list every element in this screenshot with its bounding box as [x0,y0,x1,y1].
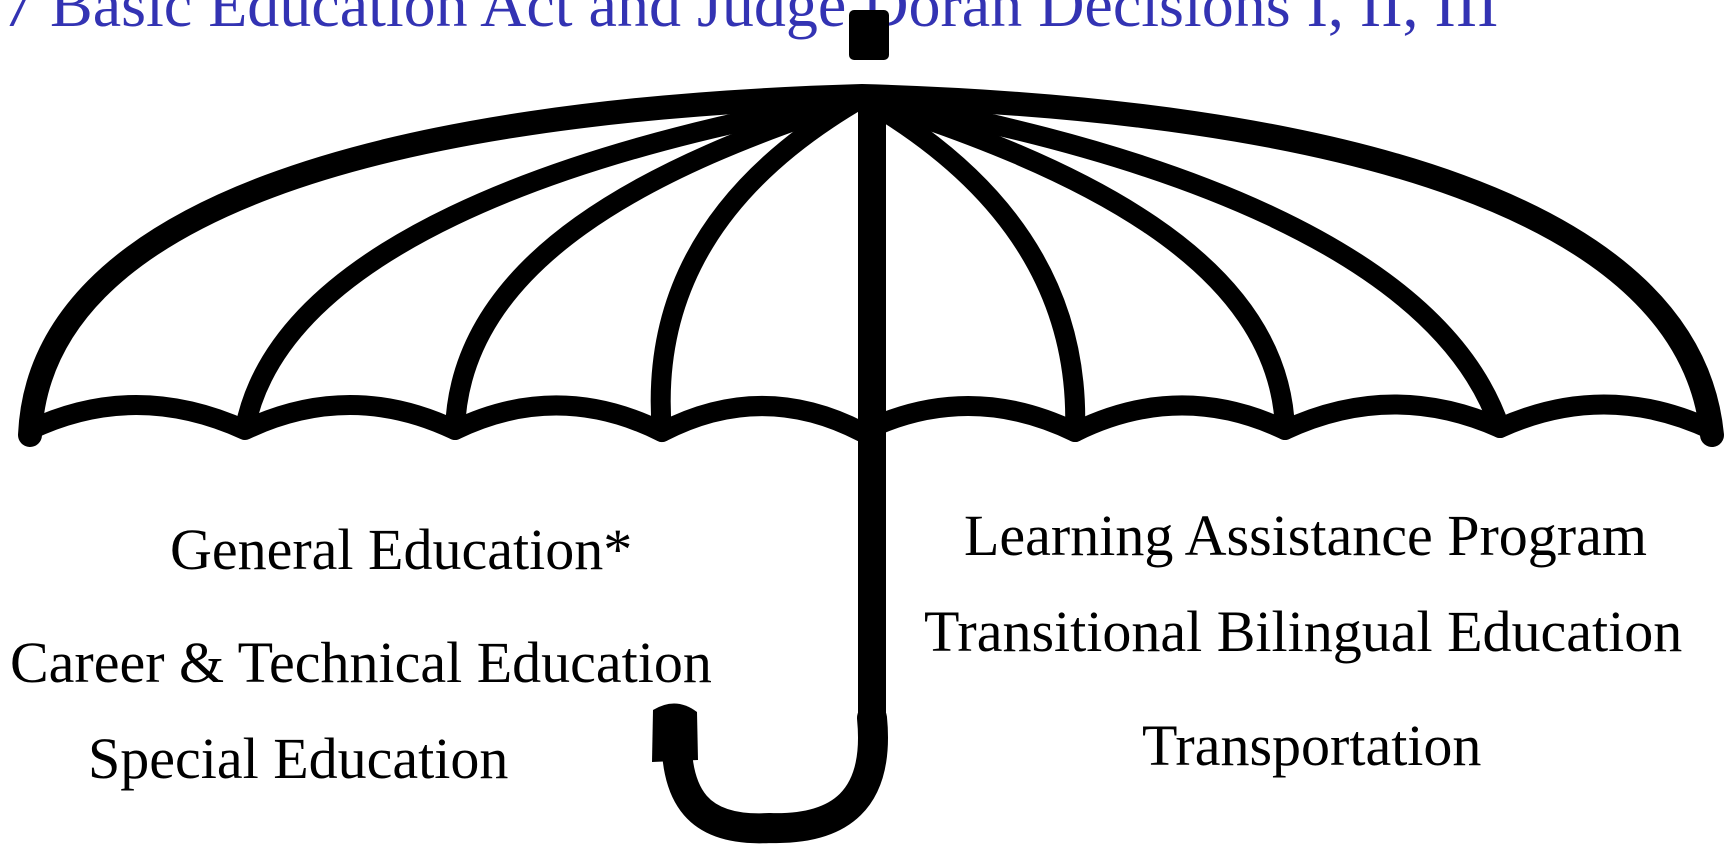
label-transitional-bilingual-education: Transitional Bilingual Education [924,599,1683,664]
umbrella-rib [852,88,1086,442]
label-transportation: Transportation [1142,713,1482,778]
umbrella-rib [235,88,872,438]
label-special-education: Special Education [88,726,509,791]
umbrella-handle-cap [652,703,698,762]
umbrella-rib [650,88,872,442]
page-title: 77 Basic Education Act and Judge Doran D… [0,0,1499,40]
umbrella-rib [445,88,872,440]
umbrella-tip [849,10,889,60]
label-career-technical-education: Career & Technical Education [10,630,712,695]
label-general-education: General Education* [170,517,633,582]
umbrella-rib [852,88,1510,438]
umbrella-rib [852,88,1295,440]
umbrella-handle [661,703,888,844]
label-learning-assistance-program: Learning Assistance Program [964,503,1647,568]
